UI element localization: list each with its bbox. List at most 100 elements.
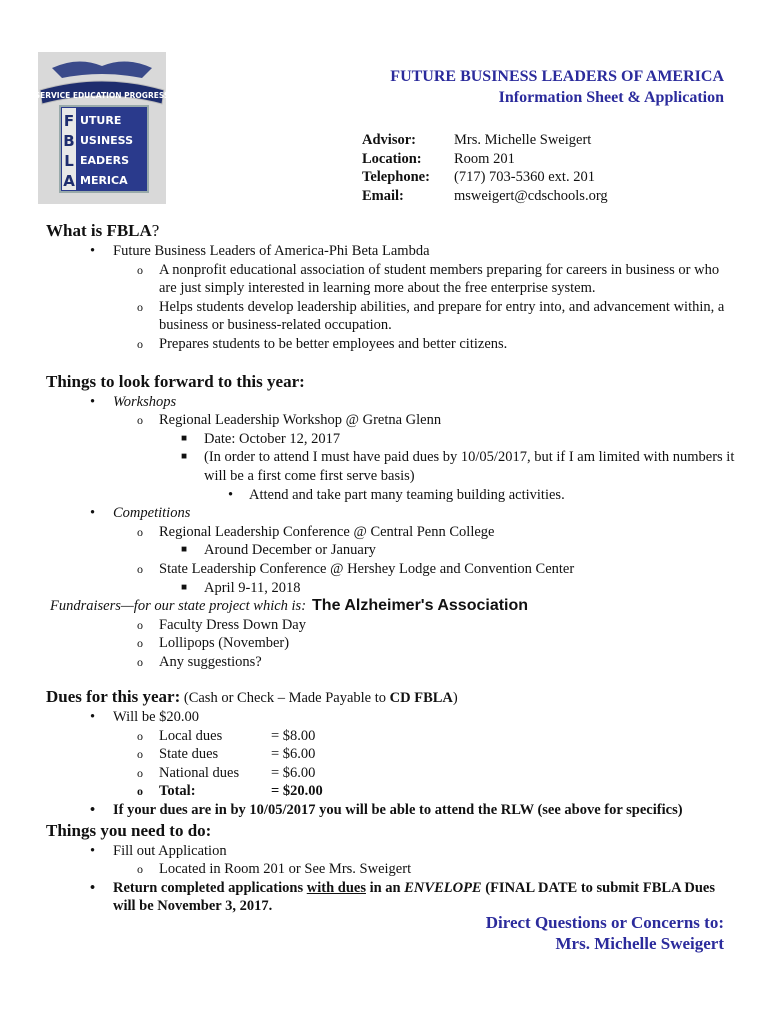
list-item: •Return completed applications with dues… (90, 879, 715, 915)
return-envelope: ENVELOPE (404, 879, 482, 896)
fbla-logo: SERVICE EDUCATION PROGRESS F B L A UTURE… (35, 52, 169, 204)
document-body: What is FBLA? •Future Business Leaders o… (46, 220, 736, 916)
logo-word-1: UTURE (80, 114, 121, 127)
footer-line-1: Direct Questions or Concerns to: (485, 913, 724, 932)
dues-amount: = $8.00 (271, 727, 316, 744)
list-item-text: Located in Room 201 or See Mrs. Sweigert (159, 861, 412, 878)
look-forward-heading: Things to look forward to this year: (46, 371, 305, 391)
list-item-text: Regional Leadership Workshop @ Gretna Gl… (159, 412, 442, 429)
what-list: •Future Business Leaders of America-Phi … (46, 242, 736, 354)
list-item-text: If your dues are in by 10/05/2017 you wi… (113, 802, 683, 819)
return-text: in an (365, 879, 405, 896)
list-item-text: Will be $20.00 (113, 709, 200, 726)
state-project-name: The Alzheimer's Association (312, 597, 529, 615)
heading-question-mark: ? (151, 221, 160, 240)
fbla-pin-emblem: SERVICE EDUCATION PROGRESS F B L A UTURE… (35, 52, 169, 204)
list-item: •If your dues are in by 10/05/2017 you w… (90, 802, 683, 819)
list-item: •Will be $20.00 (90, 709, 200, 726)
list-item: •Workshops (90, 393, 177, 410)
contact-row-location: Location: Room 201 (362, 150, 608, 169)
dues-name: Local dues (159, 727, 223, 744)
contact-value: (717) 703-5360 ext. 201 (454, 169, 595, 185)
list-item-text: Competitions (113, 505, 191, 522)
document-footer: Direct Questions or Concerns to: Mrs. Mi… (486, 912, 724, 954)
logo-letter-b: B (63, 132, 74, 150)
fundraisers-line: Fundraisers—for our state project which … (50, 597, 736, 616)
dues-note: (Cash or Check – Made Payable to (180, 690, 390, 707)
return-underlined: with dues (306, 879, 366, 896)
list-item-text: Fill out Application (113, 842, 227, 859)
document-header: FUTURE BUSINESS LEADERS OF AMERICA Infor… (390, 66, 724, 108)
list-item-text: Around December or January (204, 542, 376, 559)
list-item: •Future Business Leaders of America-Phi … (90, 243, 430, 259)
dues-total-amount: = $20.00 (271, 783, 323, 800)
what-is-fbla-heading: What is FBLA? (46, 220, 736, 242)
contact-value: Room 201 (454, 150, 515, 167)
contact-row-email: Email: msweigert@cdschools.org (362, 187, 608, 206)
list-item-text: April 9-11, 2018 (204, 579, 301, 596)
list-item-text: Regional Leadership Conference @ Central… (159, 523, 495, 540)
dues-heading: Dues for this year: (Cash or Check – Mad… (46, 688, 736, 708)
contact-label: Advisor: (362, 132, 416, 148)
fundraisers-label: Fundraisers—for our state project which … (50, 598, 307, 615)
dues-payee: CD FBLA (389, 690, 453, 707)
return-instructions: Return completed applications with dues … (113, 880, 715, 915)
dues-note-end: ) (452, 690, 458, 707)
list-item-text: Any suggestions? (159, 653, 262, 670)
list-item-text: Helps students develop leadership abilit… (159, 298, 725, 334)
list-item-text: Faculty Dress Down Day (159, 616, 306, 633)
logo-letter-l: L (64, 152, 74, 170)
list-item: ■April 9-11, 2018 (181, 579, 301, 596)
list-item: ■(In order to attend I must have paid du… (181, 449, 735, 484)
list-item-text: A nonprofit educational association of s… (159, 261, 720, 297)
contact-label: Telephone: (362, 169, 430, 185)
list-item-text: Date: October 12, 2017 (204, 430, 341, 447)
logo-word-4: MERICA (80, 174, 128, 187)
contact-row-advisor: Advisor: Mrs. Michelle Sweigert (362, 131, 608, 150)
dues-name: State dues (159, 746, 219, 763)
contact-info: Advisor: Mrs. Michelle Sweigert Location… (362, 131, 608, 205)
dues-total-label: Total: (159, 783, 196, 800)
contact-label: Location: (362, 150, 422, 167)
org-title: FUTURE BUSINESS LEADERS OF AMERICA (390, 68, 724, 85)
footer-line-2: Mrs. Michelle Sweigert (555, 934, 724, 953)
logo-word-2: USINESS (80, 134, 133, 147)
list-item: ■Around December or January (181, 542, 376, 559)
list-item: •Competitions (90, 505, 191, 522)
contact-value: msweigert@cdschools.org (454, 187, 608, 204)
return-text: (FINAL DATE to submit FBLA Dues will be … (113, 879, 715, 915)
logo-word-3: EADERS (80, 154, 129, 167)
logo-letter-f: F (64, 112, 74, 130)
contact-value: Mrs. Michelle Sweigert (454, 132, 592, 148)
dues-amount: = $6.00 (271, 764, 316, 781)
list-item: ■Date: October 12, 2017 (181, 430, 341, 447)
sheet-title: Information Sheet & Application (498, 89, 724, 106)
contact-row-telephone: Telephone: (717) 703-5360 ext. 201 (362, 168, 608, 187)
list-item-text: Prepares students to be better employees… (159, 335, 508, 352)
list-item: •Attend and take part many teaming build… (228, 486, 565, 503)
list-item-text: State Leadership Conference @ Hershey Lo… (159, 560, 575, 577)
heading-text: What is FBLA (46, 221, 152, 240)
dues-title: Dues for this year: (46, 687, 181, 707)
return-text: Return completed applications (113, 879, 307, 896)
list-item-text: Workshops (113, 393, 177, 410)
dues-name: National dues (159, 764, 240, 781)
